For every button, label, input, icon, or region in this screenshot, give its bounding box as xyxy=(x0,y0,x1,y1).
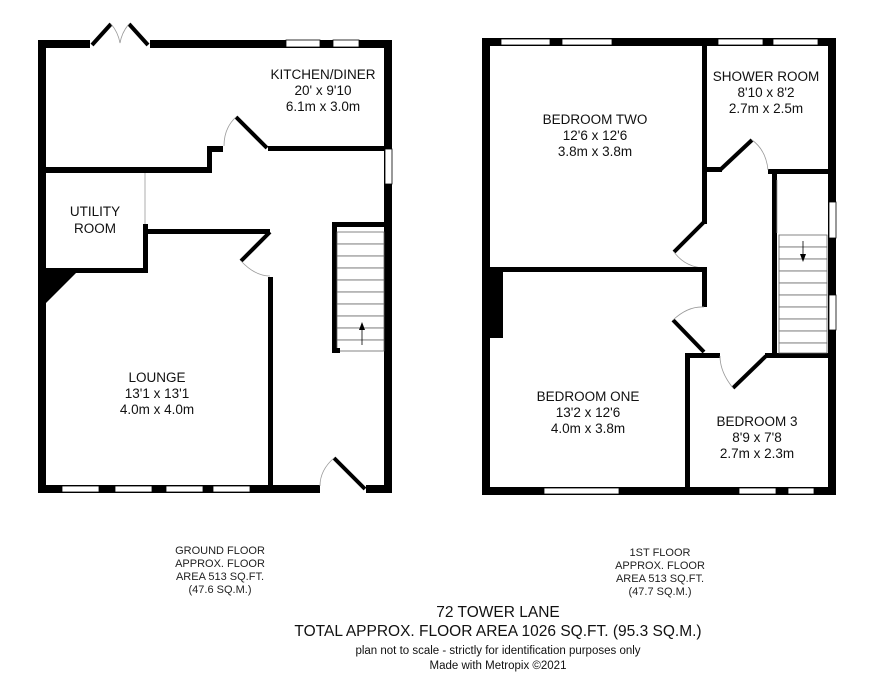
credit: Made with Metropix ©2021 xyxy=(429,660,567,672)
caption-line: (47.6 SQ.M.) xyxy=(188,584,252,596)
window xyxy=(165,485,204,493)
window xyxy=(384,148,393,185)
door-swing xyxy=(751,139,769,171)
door-leaf xyxy=(718,138,754,172)
door-leaf xyxy=(234,115,269,150)
first-floor-caption: 1ST FLOOR APPROX. FLOOR AREA 513 SQ.FT. … xyxy=(590,547,730,599)
door-leaf xyxy=(127,22,150,47)
wall xyxy=(332,222,385,227)
total-floor-area: TOTAL APPROX. FLOOR AREA 1026 SQ.FT. (95… xyxy=(294,623,702,640)
door-swing xyxy=(240,260,271,277)
wall xyxy=(150,40,392,48)
wall xyxy=(332,348,340,353)
caption-line: AREA 513 SQ.FT. xyxy=(175,571,265,583)
ground-floor-caption: GROUND FLOOR APPROX. FLOOR AREA 513 SQ.F… xyxy=(150,545,290,597)
window xyxy=(285,39,321,48)
wall xyxy=(366,485,392,493)
wall xyxy=(482,38,836,46)
caption-line: 1ST FLOOR xyxy=(629,547,691,559)
stair-down-arrow-icon xyxy=(800,241,806,262)
door-leaf xyxy=(332,456,367,491)
door-swing xyxy=(719,355,734,389)
caption-line: AREA 513 SQ.FT. xyxy=(615,573,705,585)
wall xyxy=(38,268,148,273)
wall xyxy=(268,277,273,485)
wall xyxy=(207,146,212,173)
wall xyxy=(38,167,212,173)
wall xyxy=(702,272,707,307)
wall xyxy=(702,167,722,172)
window xyxy=(828,294,837,331)
wall xyxy=(702,46,707,224)
door-swing xyxy=(673,251,705,269)
wall xyxy=(768,169,836,174)
window xyxy=(717,38,764,46)
staircase xyxy=(778,234,828,354)
window xyxy=(738,487,777,495)
caption-line: APPROX. FLOOR xyxy=(615,560,705,572)
window xyxy=(61,485,100,493)
wall xyxy=(482,267,707,272)
window xyxy=(332,39,360,48)
wall xyxy=(143,224,148,273)
wall xyxy=(828,38,836,495)
window xyxy=(772,38,819,46)
caption-line: (47.7 SQ.M.) xyxy=(628,586,692,598)
stair-up-arrow-icon xyxy=(359,322,365,345)
chimney-breast xyxy=(490,272,503,338)
door-swing xyxy=(223,116,237,147)
wall xyxy=(482,487,836,495)
address: 72 TOWER LANE xyxy=(436,604,560,621)
wall xyxy=(685,353,690,493)
wall xyxy=(765,353,836,358)
window xyxy=(212,485,251,493)
window xyxy=(561,38,613,46)
wall xyxy=(332,222,337,353)
chimney-breast xyxy=(46,273,76,303)
window xyxy=(787,487,815,495)
wall xyxy=(268,146,385,151)
wall xyxy=(772,172,777,355)
window xyxy=(500,38,551,46)
caption-line: APPROX. FLOOR xyxy=(175,558,265,570)
wall xyxy=(148,229,270,234)
window xyxy=(114,485,153,493)
door-leaf xyxy=(731,354,768,390)
wall xyxy=(38,40,46,493)
caption-line: GROUND FLOOR xyxy=(175,545,265,557)
wall xyxy=(685,353,720,358)
door-swing xyxy=(319,457,335,487)
door-leaf xyxy=(671,318,706,354)
door-swing xyxy=(110,23,130,44)
door-leaf xyxy=(672,220,706,254)
window xyxy=(828,201,837,239)
door-swing xyxy=(672,306,705,321)
wall xyxy=(384,40,392,493)
disclaimer: plan not to scale - strictly for identif… xyxy=(355,645,641,657)
window xyxy=(543,487,620,495)
wall xyxy=(482,38,490,495)
wall xyxy=(38,40,90,48)
door-leaf xyxy=(239,230,272,263)
staircase xyxy=(336,231,385,352)
door-leaf xyxy=(90,22,113,47)
wall xyxy=(207,146,223,152)
